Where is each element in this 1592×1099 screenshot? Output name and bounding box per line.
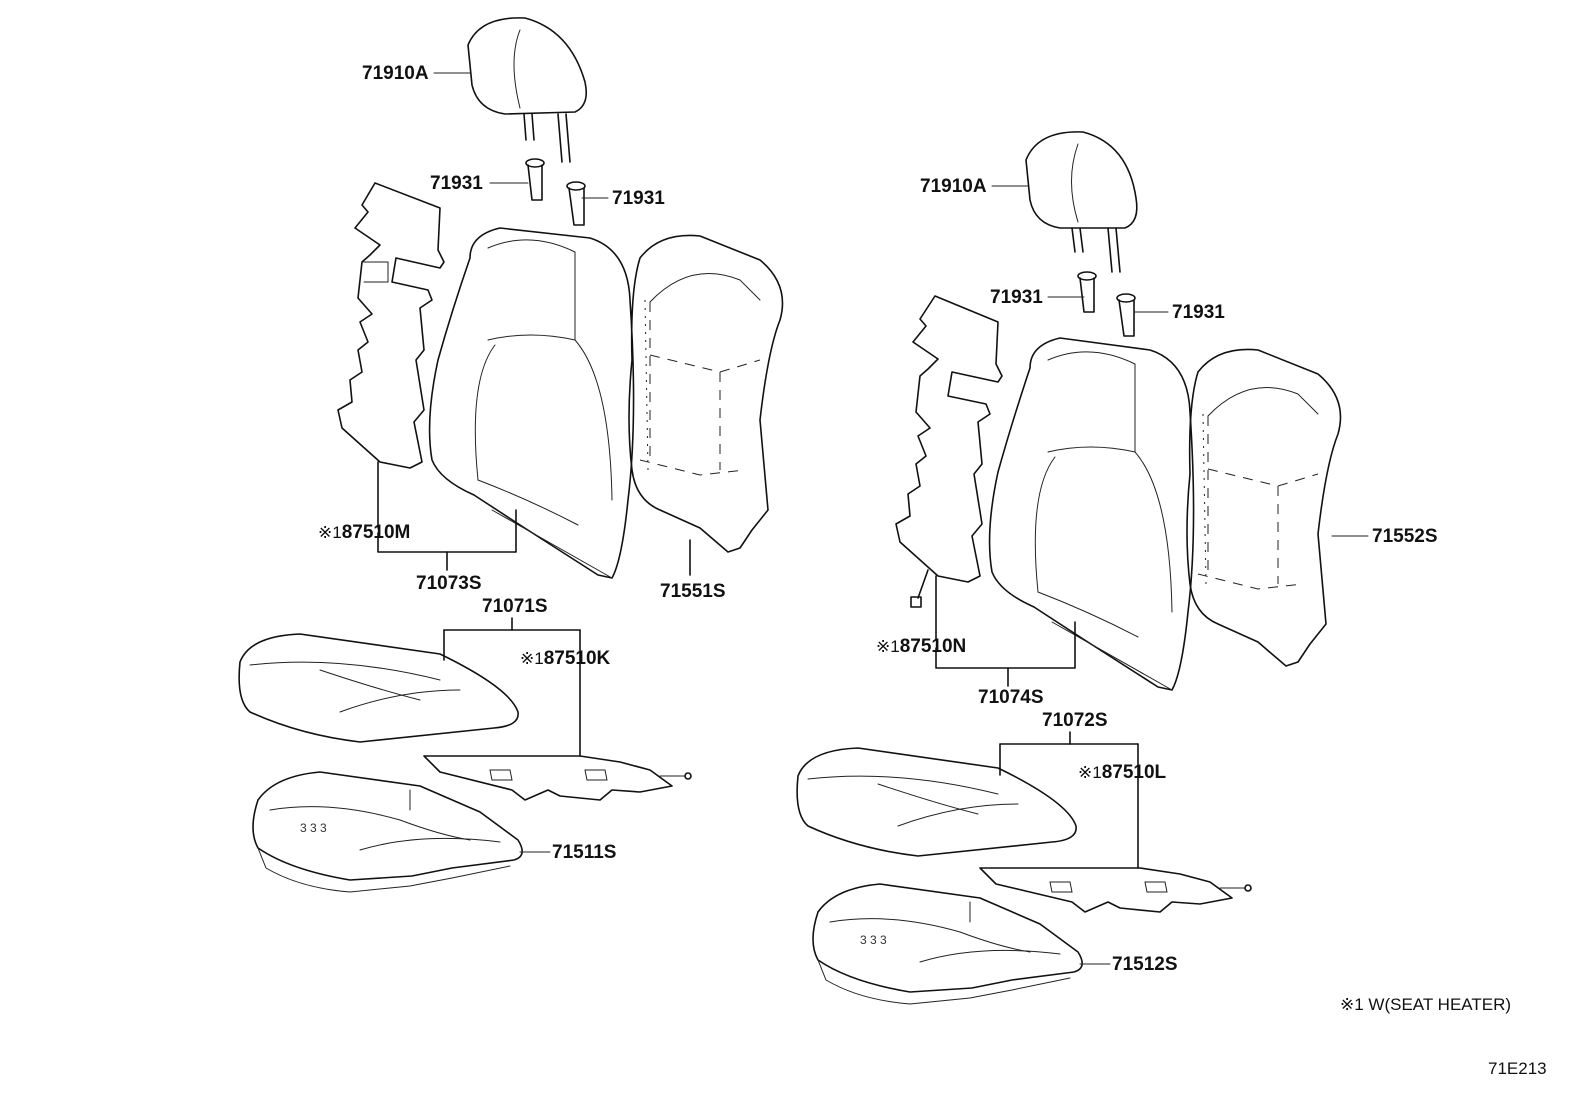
right-back-heater (895, 295, 1003, 608)
label-support-left-b: 71931 (612, 188, 665, 209)
right-seatback-pad (988, 337, 1195, 691)
part-number: 87510K (543, 648, 611, 669)
heater-mark: ※1 (1078, 763, 1102, 782)
left-cushion-heater (423, 755, 692, 801)
heater-mark: ※1 (520, 649, 544, 668)
part-number: 87510M (341, 522, 411, 543)
label-cushion-assy-right: 71072S (1042, 710, 1108, 731)
figure-code: 71E213 (1488, 1059, 1547, 1078)
label-support-right-a: 71931 (990, 287, 1043, 308)
label-cushion-pad-right: 71512S (1112, 954, 1178, 975)
label-heater-back-left: ※187510M (318, 523, 410, 542)
right-seatback-cover (1186, 348, 1342, 667)
label-back-cover-left: 71551S (660, 581, 726, 602)
right-cushion-pad-upper (796, 747, 1077, 857)
label-headrest-left: 71910A (362, 63, 429, 84)
left-back-heater (337, 182, 445, 469)
left-seatback-pad (428, 227, 635, 579)
left-seat-group: 3 3 3 (238, 17, 784, 893)
left-headrest (467, 17, 588, 163)
footnote: ※1 W(SEAT HEATER) (1340, 995, 1512, 1014)
label-heater-cushion-right: ※187510L (1078, 763, 1166, 782)
label-heater-back-right: ※187510N (876, 637, 966, 656)
label-support-left-a: 71931 (430, 173, 483, 194)
label-back-pad-left: 71073S (416, 573, 482, 594)
part-number: 87510N (899, 636, 967, 657)
left-seatback-cover (628, 234, 784, 553)
svg-text:3 3 3: 3 3 3 (860, 933, 887, 947)
label-cushion-pad-left: 71511S (552, 842, 617, 863)
label-back-cover-right: 71552S (1372, 526, 1438, 547)
left-cushion-frame: 3 3 3 (252, 771, 523, 893)
label-support-right-b: 71931 (1172, 302, 1225, 323)
heater-mark: ※1 (318, 523, 342, 542)
label-headrest-right: 71910A (920, 176, 987, 197)
label-back-pad-right: 71074S (978, 687, 1044, 708)
svg-text:3 3 3: 3 3 3 (300, 821, 327, 835)
right-cushion-frame: 3 3 3 (812, 883, 1083, 1005)
label-heater-cushion-left: ※187510K (520, 649, 610, 668)
leader-lines (377, 72, 1369, 965)
part-number: 87510L (1101, 762, 1167, 783)
left-cushion-pad-upper (238, 633, 519, 743)
left-headrest-supports (525, 158, 586, 226)
right-headrest-supports (1077, 271, 1136, 337)
right-cushion-heater (979, 867, 1252, 913)
right-seat-group: 3 3 3 (796, 131, 1342, 1005)
right-headrest (1025, 131, 1138, 273)
heater-mark: ※1 (876, 637, 900, 656)
label-cushion-assy-left: 71071S (482, 596, 548, 617)
